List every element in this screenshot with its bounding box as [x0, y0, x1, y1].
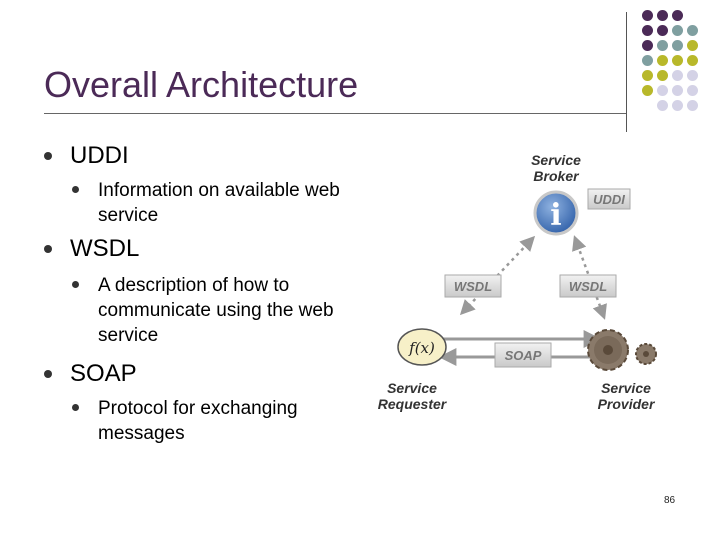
- decorative-vertical-line: [626, 12, 627, 132]
- uddi-tag: [587, 188, 631, 210]
- decorative-dot: [687, 85, 698, 96]
- decorative-dot: [657, 85, 668, 96]
- decorative-dot: [687, 40, 698, 51]
- bullet-label: WSDL: [70, 235, 140, 262]
- sub-bullet-dot: [72, 404, 79, 411]
- decorative-dot: [642, 10, 653, 21]
- sub-bullet-text: Protocol for exchanging messages: [98, 398, 298, 444]
- sub-bullet-dot: [72, 186, 79, 193]
- function-icon-label: f(x): [408, 339, 435, 357]
- decorative-dot: [672, 25, 683, 36]
- decorative-dot: [657, 100, 668, 111]
- architecture-diagram: Service Broker i UDDI WSDL WSDL SOAP f(x…: [378, 152, 657, 412]
- wsdl-left-label: WSDL: [454, 279, 492, 294]
- decorative-dot: [687, 55, 698, 66]
- decorative-dot: [672, 10, 683, 21]
- info-icon: [533, 190, 579, 236]
- function-icon: [397, 328, 447, 366]
- decorative-dot: [642, 40, 653, 51]
- provider-label-line1: Service: [601, 380, 651, 396]
- broker-label-line1: Service: [531, 152, 581, 168]
- decorative-dot: [657, 25, 668, 36]
- bullet-label: SOAP: [70, 360, 137, 387]
- page-number: 86: [664, 495, 676, 506]
- uddi-tag-label: UDDI: [593, 192, 625, 207]
- decorative-dot: [642, 25, 653, 36]
- requester-label-line1: Service: [387, 380, 437, 396]
- info-icon-glyph: i: [550, 198, 561, 233]
- title-underline: [44, 113, 626, 114]
- decorative-dot-grid: [640, 10, 716, 120]
- bullet-dot: [44, 152, 52, 160]
- wsdl-left-tag: [444, 274, 502, 298]
- decorative-dot: [642, 70, 653, 81]
- broker-label-line2: Broker: [533, 168, 580, 184]
- bullet-label: UDDI: [70, 142, 129, 169]
- decorative-dot: [672, 100, 683, 111]
- decorative-dot: [672, 85, 683, 96]
- decorative-dot: [672, 40, 683, 51]
- provider-label-line2: Provider: [598, 396, 656, 412]
- decorative-dot: [657, 40, 668, 51]
- bullet-dot: [44, 245, 52, 253]
- decorative-dot: [687, 25, 698, 36]
- slide-title: Overall Architecture: [44, 64, 359, 105]
- decorative-dot: [672, 55, 683, 66]
- soap-tag-label: SOAP: [505, 348, 542, 363]
- decorative-dot: [642, 55, 653, 66]
- bullet-dot: [44, 370, 52, 378]
- decorative-dot: [687, 100, 698, 111]
- sub-bullet-dot: [72, 281, 79, 288]
- gear-icon: [587, 329, 657, 371]
- requester-label-line2: Requester: [378, 396, 448, 412]
- soap-tag: [494, 342, 552, 368]
- decorative-dot: [657, 55, 668, 66]
- decorative-dot: [657, 70, 668, 81]
- sub-bullet-text: A description of how to communicate usin…: [98, 275, 334, 346]
- sub-bullet-text: Information on available web service: [98, 180, 340, 226]
- wsdl-right-label: WSDL: [569, 279, 607, 294]
- decorative-dot: [657, 10, 668, 21]
- wsdl-right-tag: [559, 274, 617, 298]
- decorative-dot: [642, 85, 653, 96]
- decorative-dot: [687, 70, 698, 81]
- decorative-dot: [672, 70, 683, 81]
